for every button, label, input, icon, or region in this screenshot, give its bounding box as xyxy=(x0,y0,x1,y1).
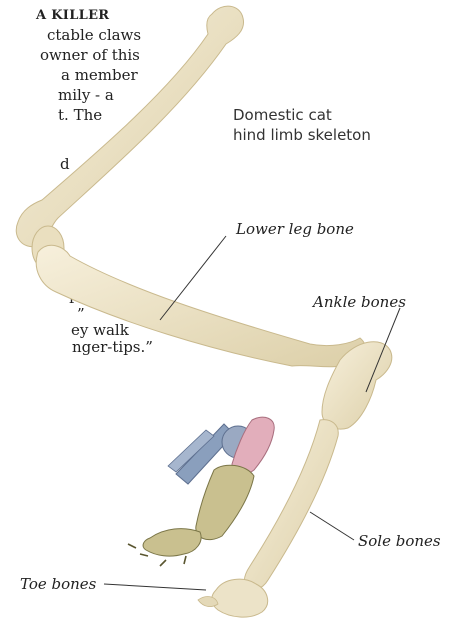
label-toe-bones: Toe bones xyxy=(20,575,96,594)
label-ankle-bones: Ankle bones xyxy=(313,293,406,312)
label-lower-leg-bone: Lower leg bone xyxy=(236,220,354,239)
leader-toe xyxy=(104,584,206,590)
inset-foot-illustration xyxy=(128,417,274,566)
inset-toes xyxy=(143,529,201,556)
leader-sole xyxy=(310,512,354,540)
inset-sole-bones xyxy=(196,465,254,539)
label-sole-bones: Sole bones xyxy=(358,532,441,551)
femur-bone xyxy=(16,6,243,247)
